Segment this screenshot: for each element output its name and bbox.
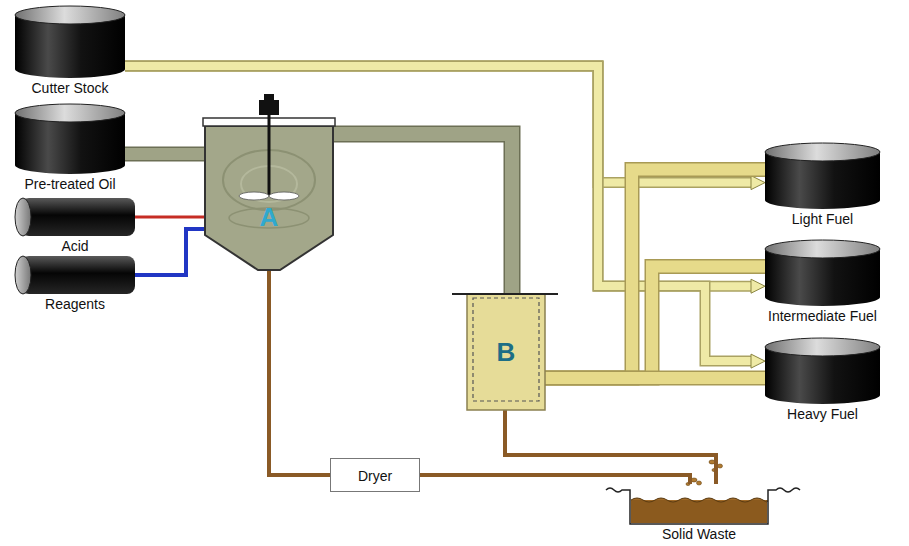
label-holder: Reagents [0, 296, 195, 312]
unit-label: Reagents [0, 296, 195, 312]
pipe [333, 134, 512, 293]
impeller-blade [239, 192, 269, 200]
pipe-core [545, 372, 765, 384]
label-holder: Cutter Stock [0, 80, 190, 96]
tank-top [765, 338, 880, 356]
waste-fill [631, 500, 767, 523]
pipe-core [545, 266, 765, 378]
pipe-outline [545, 266, 765, 378]
pipe-core [269, 270, 330, 475]
shape-outline [15, 256, 135, 294]
shape-outline [15, 104, 125, 174]
unit-label: Pre-treated Oil [0, 176, 190, 192]
tank-top [765, 143, 880, 161]
pipe [420, 475, 690, 484]
storage-tank: Heavy Fuel [765, 338, 880, 422]
pipe [269, 270, 330, 475]
tank-body [21, 198, 135, 236]
waste-pit: Solid Waste [628, 484, 770, 542]
tank-top [765, 240, 880, 258]
label-holder: Solid Waste [579, 526, 819, 542]
pipe [505, 410, 716, 484]
pipe [545, 169, 765, 378]
shape-outline [628, 484, 770, 524]
unit-label: Light Fuel [703, 211, 909, 227]
shape-outline [15, 198, 135, 236]
particle [697, 481, 702, 485]
storage-tank: Pre-treated Oil [15, 104, 125, 192]
unit-label: Solid Waste [579, 526, 819, 542]
tank-bottom [15, 60, 125, 78]
pipe-core [125, 148, 205, 160]
pipe-outline [545, 371, 765, 386]
stirrer-shaft [268, 115, 271, 196]
motor [259, 100, 279, 115]
horizontal-tank: Reagents [15, 256, 135, 312]
unit-letter: A [205, 202, 333, 232]
pipe-outline [545, 169, 765, 378]
tank-bottom [765, 386, 880, 404]
shape-outline [765, 338, 880, 404]
tank-top [15, 104, 125, 122]
label-holder: Light Fuel [703, 211, 909, 227]
unit-label: Acid [0, 238, 195, 254]
unit-label: Dryer [347, 468, 403, 484]
storage-tank: Cutter Stock [15, 6, 125, 96]
filter-lid [452, 293, 558, 295]
unit-label: Intermediate Fuel [703, 308, 909, 324]
letter-holder: A [205, 202, 333, 232]
shape-outline [15, 6, 125, 78]
tank-top [15, 6, 125, 24]
storage-tank: Light Fuel [765, 143, 880, 227]
storage-tank: Intermediate Fuel [765, 240, 880, 324]
mixing-vessel: A [205, 118, 333, 270]
unit-letter: B [467, 337, 545, 367]
pipe-core [505, 410, 716, 484]
pipe-core [545, 169, 765, 378]
pipe [545, 266, 765, 378]
filter-body [467, 294, 545, 410]
letter-holder: B [467, 337, 545, 367]
particle [718, 464, 723, 468]
shape-outline [765, 143, 880, 209]
pipe [135, 229, 205, 275]
impeller-blade [269, 192, 299, 200]
shape-outline [205, 118, 333, 270]
motor-cap [264, 94, 274, 100]
tank-end [15, 198, 31, 236]
pipe-core [135, 229, 205, 275]
tank-bottom [765, 191, 880, 209]
pipe-outline [125, 147, 205, 162]
tank-bottom [15, 156, 125, 174]
pipe-core [420, 475, 690, 484]
process-box: Dryer [330, 458, 420, 492]
tank-bottom [765, 288, 880, 306]
tank-body [21, 256, 135, 294]
tank-end [15, 256, 31, 294]
label-holder: Heavy Fuel [703, 406, 909, 422]
pipe [125, 154, 205, 155]
pipe [545, 378, 765, 379]
label-holder: Pre-treated Oil [0, 176, 190, 192]
filter-unit: B [467, 293, 545, 410]
label-holder: Acid [0, 238, 195, 254]
label-holder: Intermediate Fuel [703, 308, 909, 324]
pipe-core [333, 134, 512, 293]
unit-label: Heavy Fuel [703, 406, 909, 422]
pit-walls [606, 488, 800, 524]
horizontal-tank: Acid [15, 198, 135, 254]
shape-outline [765, 240, 880, 306]
pipe-core [135, 216, 205, 219]
waste-surface [631, 498, 768, 502]
unit-label: Cutter Stock [0, 80, 190, 96]
pipe-outline [333, 134, 512, 293]
pipe [135, 217, 205, 218]
